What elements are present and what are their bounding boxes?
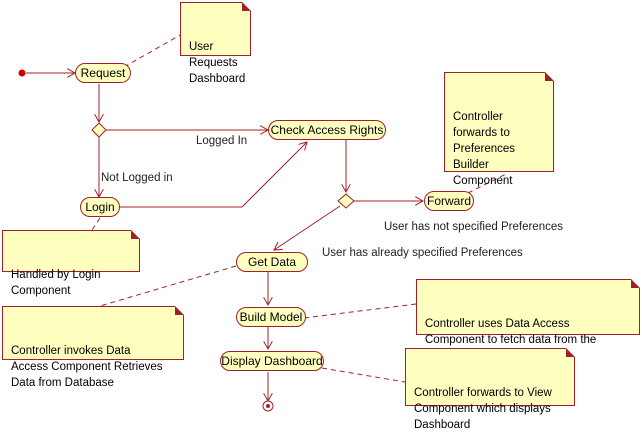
note-user-requests: User Requests Dashboard <box>180 2 251 85</box>
note-text: Controller forwards to Preferences Build… <box>453 111 516 187</box>
note-text: Handled by Login Component <box>11 269 101 297</box>
note-fold <box>175 306 184 315</box>
state-get-data: Get Data <box>236 252 308 272</box>
end-node-inner <box>266 404 270 408</box>
state-check-access-rights: Check Access Rights <box>268 120 386 140</box>
note-controller-invokes: Controller invokes Data Access Component… <box>2 306 184 389</box>
note-text: Controller invokes Data Access Component… <box>11 345 163 389</box>
note-fold <box>131 230 140 239</box>
state-login: Login <box>80 197 120 217</box>
start-node <box>18 69 26 77</box>
note-connector-forward <box>467 172 509 194</box>
decision-logged-in <box>91 122 107 138</box>
state-forward: Forward <box>424 191 474 211</box>
note-connector-request <box>123 33 183 68</box>
state-build-model: Build Model <box>236 307 306 327</box>
flow-login-to-check <box>118 142 307 208</box>
note-handled-by-login: Handled by Login Component <box>2 230 140 297</box>
note-text: Controller forwards to View Component wh… <box>414 387 552 431</box>
label-not-logged-in: Not Logged in <box>101 172 173 184</box>
note-text: User Requests Dashboard <box>189 41 246 85</box>
note-connector-build-model <box>303 303 417 319</box>
label-already-specified: User has already specified Preferences <box>322 247 523 259</box>
label-not-specified: User has not specified Preferences <box>384 221 563 233</box>
note-fold <box>566 348 575 357</box>
flow-to-get-data <box>274 205 341 250</box>
state-request: Request <box>75 63 131 83</box>
note-connector-get-data <box>99 265 237 307</box>
label-logged-in: Logged In <box>196 135 248 147</box>
note-connector-login <box>91 217 101 231</box>
note-controller-uses: Controller uses Data Access Component to… <box>416 279 640 362</box>
decision-preferences <box>337 193 355 209</box>
note-controller-forwards-view: Controller forwards to View Component wh… <box>405 348 575 431</box>
note-connector-display <box>321 367 406 383</box>
note-fold <box>631 279 640 288</box>
note-fold <box>242 2 251 11</box>
activity-diagram <box>18 33 509 412</box>
note-controller-forwards-preferences: Controller forwards to Preferences Build… <box>444 72 554 187</box>
note-fold <box>545 72 554 81</box>
state-display-dashboard: Display Dashboard <box>220 351 324 371</box>
